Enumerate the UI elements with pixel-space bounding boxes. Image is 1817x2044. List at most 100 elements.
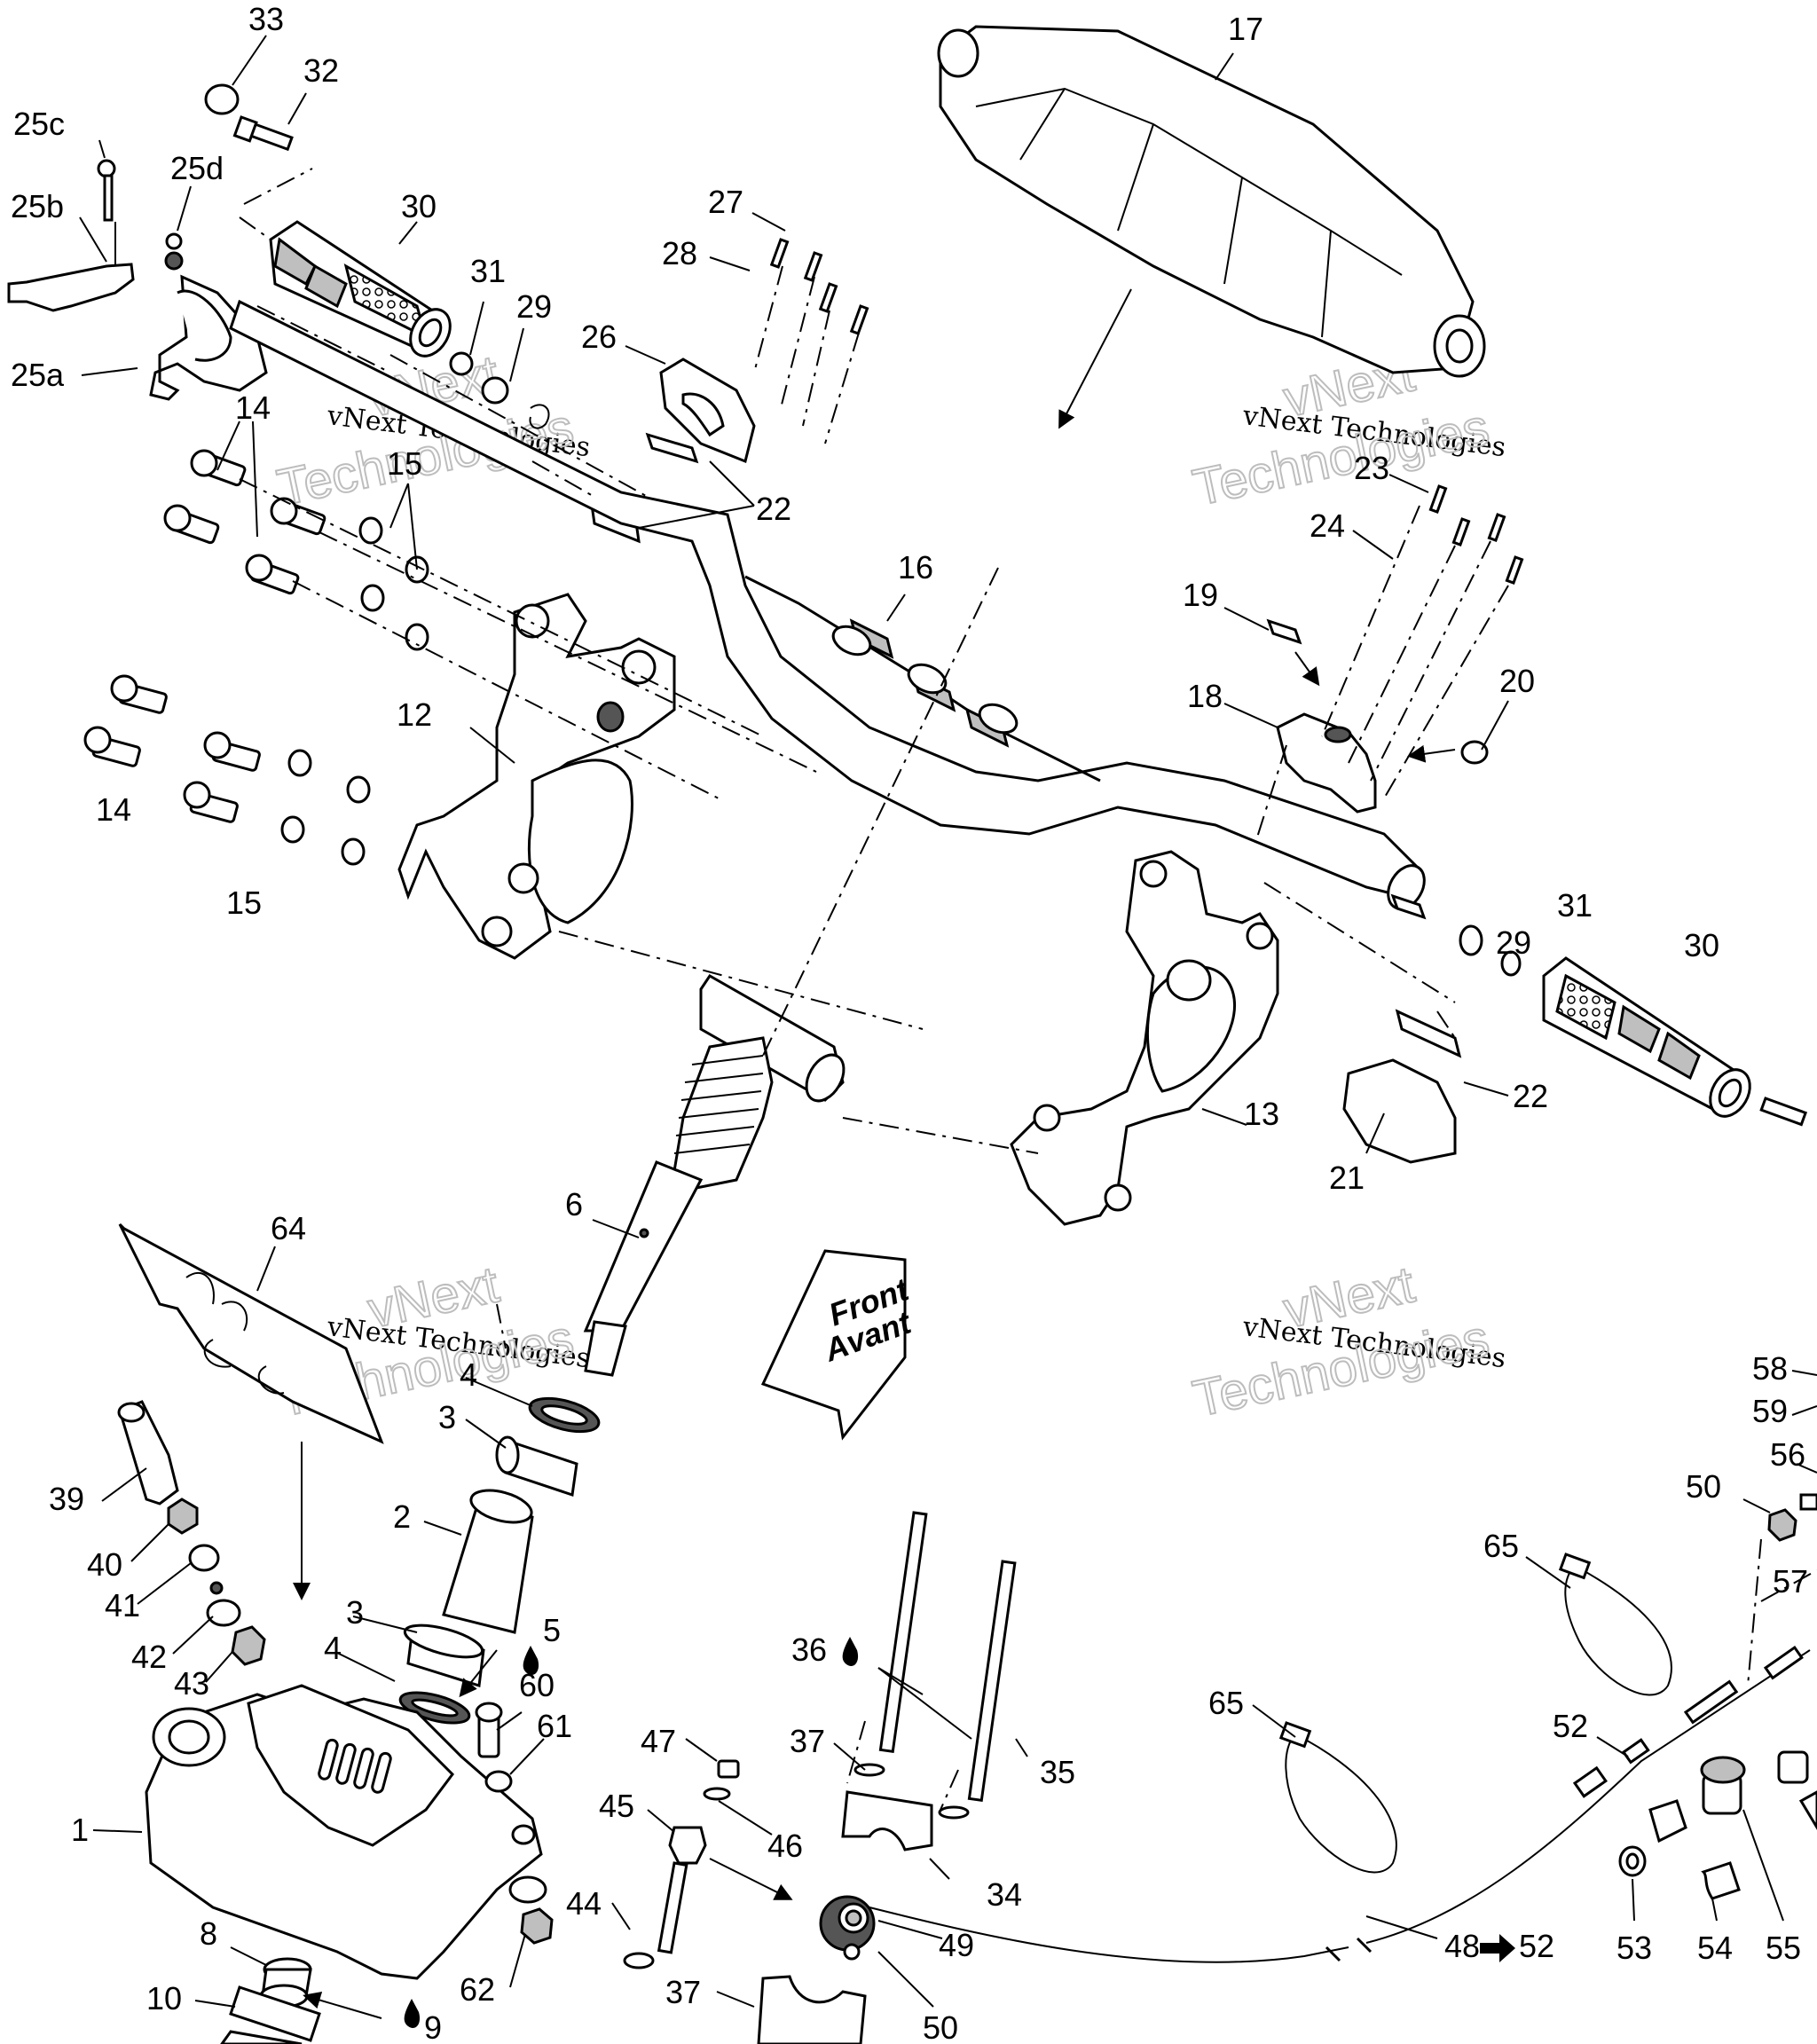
cable-clip-upper (1558, 1553, 1672, 1696)
cable-clip-lower (1278, 1721, 1397, 1874)
plate-fasteners (475, 1702, 554, 1945)
label-27: 27 (708, 184, 743, 220)
label-58: 58 (1752, 1350, 1788, 1387)
right-clamp-switch (1266, 484, 1524, 814)
part-number-labels: 33 32 25c 25d 25b 30 31 29 25a 14 15 27 … (11, 1, 1808, 2044)
label-45: 45 (599, 1788, 634, 1824)
label-13: 13 (1244, 1096, 1279, 1132)
label-17: 17 (1228, 11, 1263, 47)
label-8: 8 (200, 1915, 217, 1952)
label-39: 39 (49, 1481, 84, 1517)
label-37b: 37 (665, 1974, 701, 2010)
label-2: 2 (393, 1498, 411, 1535)
top-clamp-left (588, 238, 869, 544)
label-20: 20 (1499, 663, 1535, 699)
label-35: 35 (1040, 1754, 1075, 1790)
label-4b: 4 (324, 1630, 342, 1666)
label-32: 32 (303, 52, 339, 89)
front-direction-marker: Front Avant (760, 1249, 917, 1441)
label-25d: 25d (170, 150, 224, 186)
left-handgrip (269, 220, 550, 429)
label-9: 9 (424, 2009, 442, 2044)
label-29b: 29 (1496, 924, 1531, 961)
upper-bolts-washers (163, 449, 817, 799)
label-26: 26 (581, 318, 617, 355)
label-61: 61 (537, 1708, 572, 1744)
watermark-mid-right: vNext Technologies vNext Technologies (1187, 1254, 1507, 1428)
handlebar (229, 299, 1426, 910)
assembly-centerlines (239, 168, 1456, 1811)
label-65b: 65 (1208, 1685, 1244, 1721)
label-25b: 25b (11, 188, 64, 224)
label-16: 16 (898, 549, 933, 586)
label-30: 30 (401, 188, 437, 224)
cable-adjuster-hardware (1747, 1493, 1817, 1686)
steering-bearing-stack (398, 1396, 601, 1725)
label-64: 64 (271, 1210, 306, 1246)
label-19: 19 (1183, 577, 1218, 613)
label-46: 46 (767, 1828, 803, 1864)
label-25a: 25a (11, 357, 65, 393)
label-44: 44 (566, 1885, 602, 1922)
label-15b: 15 (226, 884, 262, 921)
label-65a: 65 (1483, 1528, 1519, 1564)
pivot-hardware (117, 1400, 266, 1666)
label-49: 49 (939, 1927, 974, 1963)
label-43: 43 (174, 1665, 209, 1702)
label-41: 41 (105, 1587, 140, 1623)
label-47: 47 (641, 1723, 676, 1759)
label-52a: 52 (1519, 1928, 1554, 1964)
right-riser-bracket (1010, 850, 1279, 1226)
heat-shield-cover (937, 25, 1486, 429)
label-10: 10 (146, 1980, 182, 2016)
label-34: 34 (987, 1876, 1022, 1913)
cover-plate (118, 1222, 384, 1600)
label-24: 24 (1310, 507, 1345, 544)
label-40: 40 (87, 1546, 122, 1583)
base-plate (145, 1684, 543, 1980)
label-57: 57 (1773, 1563, 1808, 1600)
label-29: 29 (516, 288, 552, 325)
label-14a: 14 (235, 389, 271, 426)
label-62: 62 (460, 1971, 495, 2008)
label-3a: 3 (438, 1399, 456, 1435)
label-22b: 22 (1513, 1078, 1548, 1114)
label-25c: 25c (13, 106, 65, 142)
label-36: 36 (791, 1631, 827, 1668)
label-30b: 30 (1684, 927, 1719, 963)
label-28: 28 (662, 235, 697, 271)
label-56: 56 (1770, 1436, 1805, 1473)
grease-drop-icon (404, 1637, 859, 2029)
label-1: 1 (71, 1812, 89, 1848)
lower-clamp-right (1342, 1009, 1462, 1164)
label-48: 48 (1444, 1928, 1480, 1964)
label-50b: 50 (1686, 1468, 1721, 1505)
leader-lines (79, 35, 1817, 2008)
label-21: 21 (1329, 1160, 1365, 1196)
throttle-cable (869, 1645, 1811, 1963)
label-55: 55 (1766, 1930, 1801, 1966)
label-5: 5 (543, 1612, 561, 1648)
lower-bushing-stack (220, 1957, 382, 2044)
label-53: 53 (1616, 1930, 1652, 1966)
column-clamp (757, 1511, 1017, 2044)
right-handgrip (1390, 893, 1808, 1127)
brake-lever-assembly (7, 159, 268, 401)
label-42: 42 (131, 1639, 167, 1675)
label-37a: 37 (790, 1723, 825, 1759)
label-52b: 52 (1553, 1708, 1588, 1744)
label-4a: 4 (460, 1356, 477, 1393)
label-59: 59 (1752, 1393, 1788, 1429)
label-22a: 22 (756, 491, 791, 527)
label-18: 18 (1187, 678, 1223, 714)
label-23: 23 (1354, 450, 1389, 486)
cable-bolt-hardware (623, 1759, 740, 1969)
label-33: 33 (248, 1, 284, 37)
left-riser-bracket (397, 593, 676, 960)
label-12: 12 (397, 696, 432, 733)
label-6: 6 (565, 1186, 583, 1222)
lower-bolts-washers (83, 674, 371, 866)
cable-end-fitting (709, 1858, 876, 1961)
cable-fittings (1618, 1750, 1817, 1900)
label-50a: 50 (923, 2009, 958, 2044)
